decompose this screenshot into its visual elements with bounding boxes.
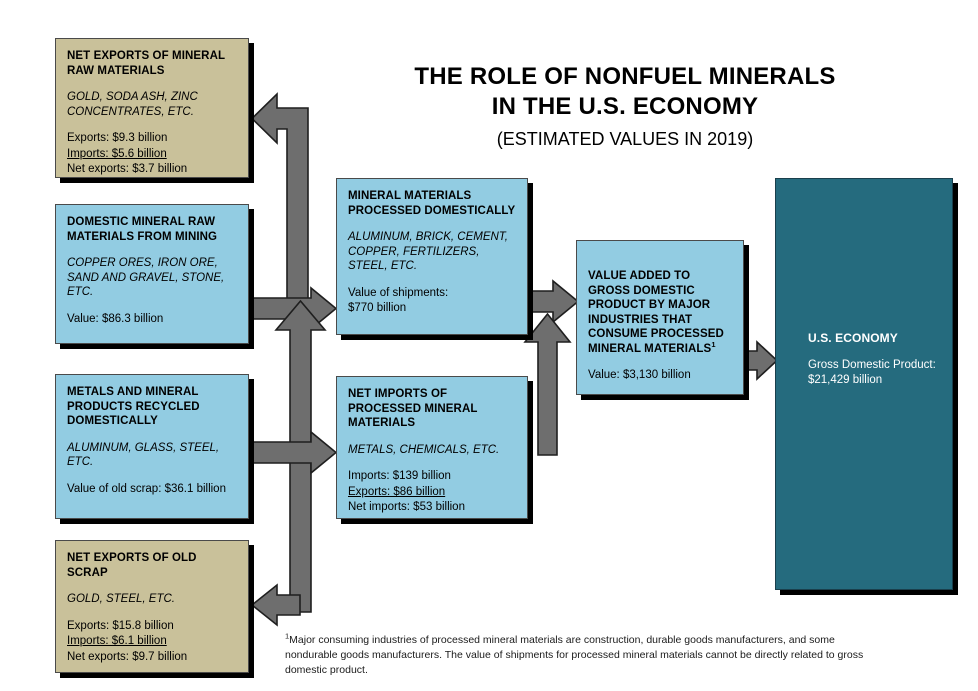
- stat-net-exports: Net exports: $9.7 billion: [67, 650, 188, 663]
- arrow-to-net-exports-raw: [251, 104, 297, 307]
- box-heading: U.S. ECONOMY: [808, 331, 898, 345]
- box-value: Value: $86.3 billion: [67, 312, 164, 325]
- box-value: Value: $3,130 billion: [588, 369, 691, 381]
- box-examples: ALUMINUM, GLASS, STEEL, ETC.: [67, 441, 220, 469]
- box-examples: METALS, CHEMICALS, ETC.: [348, 443, 500, 456]
- box-heading: NET EXPORTS OF MINERAL RAW MATERIALS: [67, 50, 225, 77]
- box-value-added-to-gross-domestic-product[interactable]: VALUE ADDED TO GROSS DOMESTIC PRODUCT BY…: [576, 240, 744, 395]
- box-examples: GOLD, STEEL, ETC.: [67, 593, 175, 605]
- title-subtitle: (ESTIMATED VALUES IN 2019): [496, 129, 754, 149]
- box-stats: Exports: $9.3 billion Imports: $5.6 bill…: [67, 131, 237, 178]
- box-mineral-materials-processed-domestically[interactable]: MINERAL MATERIALS PROCESSED DOMESTICALLY…: [336, 178, 528, 335]
- footnote-marker: 1: [711, 339, 716, 349]
- box-heading: VALUE ADDED TO GROSS DOMESTIC PRODUCT BY…: [588, 269, 732, 356]
- box-heading: MINERAL MATERIALS PROCESSED DOMESTICALLY: [348, 190, 516, 217]
- arrow-domestic-to-processed: [249, 286, 338, 331]
- box-stats: Imports: $139 billion Exports: $86 billi…: [348, 469, 516, 516]
- box-domestic-mineral-raw-materials-from-mining[interactable]: DOMESTIC MINERAL RAW MATERIALS FROM MINI…: [55, 204, 249, 344]
- box-net-exports-of-mineral-raw-materials[interactable]: NET EXPORTS OF MINERAL RAW MATERIALS GOL…: [55, 38, 249, 178]
- title-line-1: THE ROLE OF NONFUEL MINERALS: [414, 63, 836, 90]
- value-line-1: Gross Domestic Product:: [808, 358, 936, 371]
- value-line-1: Value of shipments:: [348, 286, 449, 299]
- box-examples: GOLD, SODA ASH, ZINC CONCENTRATES, ETC.: [67, 91, 198, 118]
- stat-net-exports: Net exports: $3.7 billion: [67, 163, 188, 175]
- stat-net-imports: Net imports: $53 billion: [348, 501, 465, 513]
- box-us-economy[interactable]: U.S. ECONOMY Gross Domestic Product: $21…: [775, 178, 953, 590]
- box-net-exports-of-old-scrap[interactable]: NET EXPORTS OF OLD SCRAP GOLD, STEEL, ET…: [55, 540, 249, 673]
- arrow-to-net-exports-raw-shape: [250, 92, 309, 308]
- arrow-to-net-exports-scrap: [250, 583, 301, 627]
- box-value: Gross Domestic Product: $21,429 billion: [808, 358, 936, 388]
- box-value: Value of old scrap: $36.1 billion: [67, 482, 226, 495]
- footnote: 1Major consuming industries of processed…: [285, 631, 885, 678]
- arrow-value-added-to-us-economy: [744, 340, 779, 381]
- stat-exports: Exports: $86 billion: [348, 485, 446, 498]
- stat-exports: Exports: $9.3 billion: [67, 132, 168, 144]
- box-stats: Exports: $15.8 billion Imports: $6.1 bil…: [67, 619, 237, 666]
- arrow-recycled-to-processed: [249, 430, 338, 475]
- box-heading: DOMESTIC MINERAL RAW MATERIALS FROM MINI…: [67, 216, 218, 243]
- arrow-up-to-processed-junction: [274, 299, 327, 613]
- box-heading: NET EXPORTS OF OLD SCRAP: [67, 552, 197, 579]
- title-line-2: IN THE U.S. ECONOMY: [491, 93, 759, 120]
- box-value: Value of shipments: $770 billion: [348, 286, 516, 316]
- stat-imports: Imports: $139 billion: [348, 470, 451, 482]
- arrow-processed-to-value-added: [527, 279, 580, 324]
- stat-imports: Imports: $5.6 billion: [67, 147, 167, 160]
- box-heading-text: VALUE ADDED TO GROSS DOMESTIC PRODUCT BY…: [588, 270, 724, 355]
- value-line-2: $770 billion: [348, 301, 407, 314]
- page-title: THE ROLE OF NONFUEL MINERALS IN THE U.S.…: [330, 62, 920, 153]
- value-line-2: $21,429 billion: [808, 373, 883, 386]
- box-examples: COPPER ORES, IRON ORE, SAND AND GRAVEL, …: [67, 257, 225, 298]
- box-metals-and-mineral-products-recycled-domestically[interactable]: METALS AND MINERAL PRODUCTS RECYCLED DOM…: [55, 374, 249, 519]
- footnote-marker: 1: [285, 631, 290, 641]
- footnote-text: Major consuming industries of processed …: [285, 634, 864, 676]
- stat-imports: Imports: $6.1 billion: [67, 635, 167, 647]
- stat-exports: Exports: $15.8 billion: [67, 619, 174, 632]
- box-heading: METALS AND MINERAL PRODUCTS RECYCLED DOM…: [67, 386, 200, 427]
- box-heading: NET IMPORTS OF PROCESSED MINERAL MATERIA…: [348, 388, 478, 429]
- arrow-net-imports-to-value-added: [523, 312, 572, 456]
- box-net-imports-of-processed-mineral-materials[interactable]: NET IMPORTS OF PROCESSED MINERAL MATERIA…: [336, 376, 528, 519]
- box-examples: ALUMINUM, BRICK, CEMENT, COPPER, FERTILI…: [348, 231, 508, 272]
